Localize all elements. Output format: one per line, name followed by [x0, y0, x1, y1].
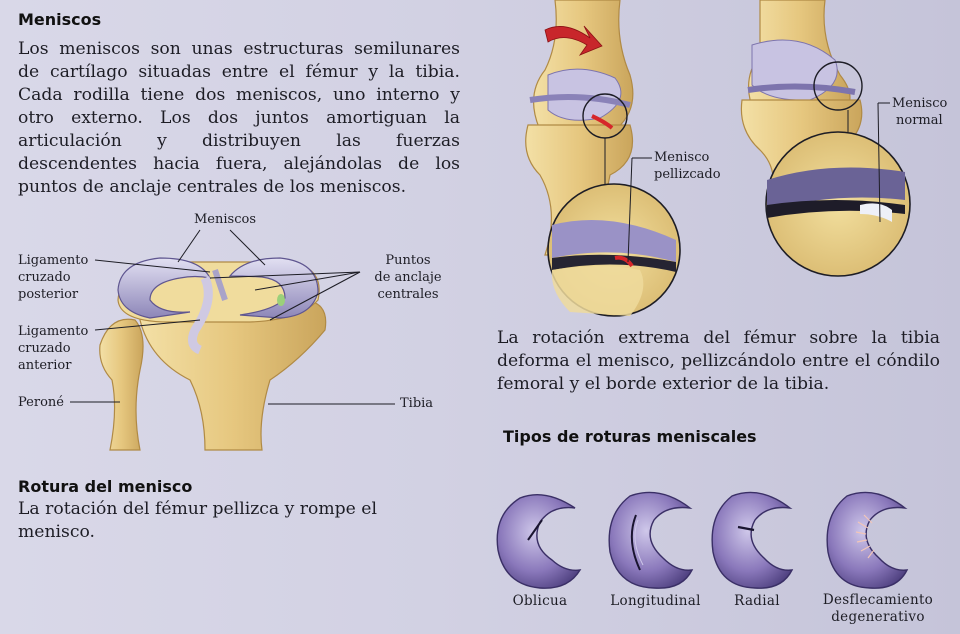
- label-pellizcado-1: Menisco: [654, 150, 710, 165]
- tear-label-degenerativo: degenerativo: [831, 609, 925, 625]
- label-puntos-1: Puntos: [385, 253, 431, 268]
- tear-degenerative-icon: [826, 491, 909, 589]
- normal-leader: [877, 102, 881, 223]
- tear-label-longitudinal: Longitudinal: [610, 593, 701, 609]
- tear-label-oblicua: Oblicua: [512, 593, 568, 609]
- meniscus-medial: [228, 257, 319, 319]
- green-marker: [277, 294, 285, 306]
- posterior-cruciate-ligament: [212, 269, 228, 301]
- label-meniscos: Meniscos: [194, 212, 256, 227]
- tear-label-desflecamiento: Desflecamiento: [822, 592, 934, 608]
- label-tibia: Tibia: [400, 396, 434, 411]
- rotation-arrow: [544, 25, 603, 56]
- tear-radial-icon: [711, 491, 794, 589]
- rotura-title: Rotura del menisco: [18, 477, 193, 496]
- meniscus-lateral: [117, 257, 212, 319]
- label-lig-post-1: Ligamento: [18, 253, 89, 268]
- rotura-paragraph: La rotación del fémur pellizca y rompe e…: [18, 499, 377, 542]
- label-pellizcado-2: pellizcado: [654, 167, 721, 182]
- meniscos-title: Meniscos: [18, 10, 102, 29]
- knee-leader-lines: [70, 229, 395, 405]
- label-normal-2: normal: [896, 113, 943, 128]
- label-lig-ant-1: Ligamento: [18, 324, 89, 339]
- label-lig-post-3: posterior: [18, 287, 79, 302]
- label-lig-post-2: cruzado: [18, 270, 71, 285]
- rotation-caption: La rotación extrema del fémur sobre la t…: [497, 328, 940, 394]
- label-puntos-2: de anclaje: [374, 270, 442, 285]
- perone-bone: [99, 318, 144, 451]
- tear-longitudinal-icon: [608, 491, 694, 589]
- label-lig-ant-2: cruzado: [18, 341, 71, 356]
- tipos-title: Tipos de roturas meniscales: [503, 427, 757, 446]
- tear-oblique-icon: [496, 494, 582, 589]
- label-puntos-3: centrales: [377, 287, 439, 302]
- label-normal-1: Menisco: [892, 96, 948, 111]
- label-lig-ant-3: anterior: [18, 358, 72, 373]
- pinched-zoom-circle: [547, 183, 681, 317]
- meniscos-paragraph: Los meniscos son unas estructuras semilu…: [18, 39, 460, 197]
- pellizcado-leader-down: [627, 157, 633, 263]
- anterior-cruciate-ligament: [187, 276, 213, 355]
- label-perone: Peroné: [18, 395, 64, 410]
- tear-label-radial: Radial: [734, 593, 780, 609]
- normal-zoom-circle: [765, 131, 911, 277]
